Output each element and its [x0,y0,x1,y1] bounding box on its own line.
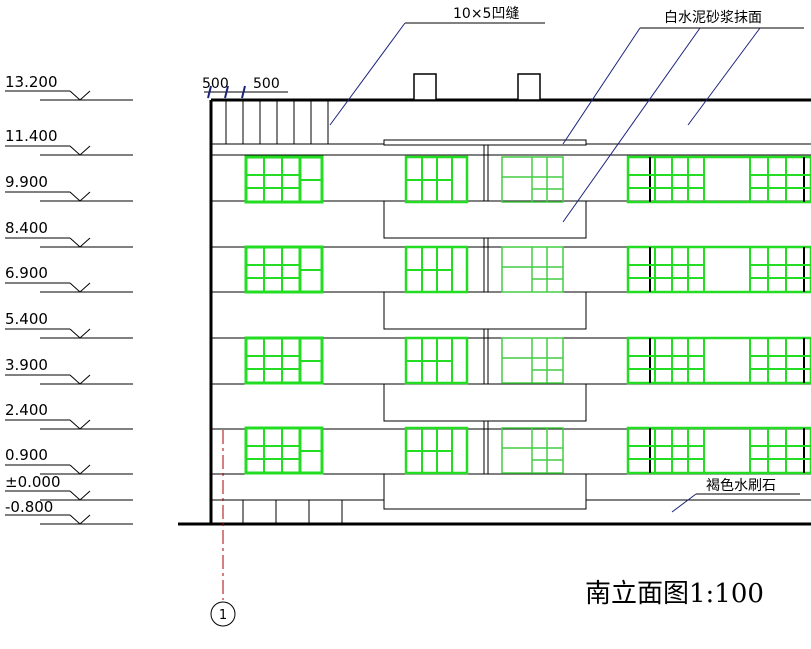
window [501,337,564,384]
roof-vents [413,73,541,101]
elevation-mark: 11.400 [5,127,133,156]
plinth-joints [242,500,343,524]
elevation-mark: 3.900 [5,356,133,385]
elevation-mark: 9.900 [5,173,133,202]
elevation-mark: 2.400 [5,401,133,430]
axis-grid-line: 1 [210,430,236,627]
elevation-label: 0.900 [5,446,48,464]
elevation-label: 2.400 [5,401,48,419]
note-joint-label: 10×5凹缝 [453,6,519,22]
elevation-label: 8.400 [5,219,48,237]
drawing-title: 南立面图1:100 [585,579,764,609]
windows-floor-4 [244,155,811,204]
window [626,155,811,204]
window [404,155,469,204]
window [501,427,564,474]
elevation-mark: -0.800 [5,498,133,525]
window [404,245,469,294]
elevation-label: 13.200 [5,73,58,91]
elevation-mark: 5.400 [5,310,133,339]
elevation-label: 9.900 [5,173,48,191]
note-base-label: 褐色水刷石 [706,477,776,494]
stair-projections [383,139,587,510]
elevation-label: ±0.000 [5,473,61,491]
elevation-label: 3.900 [5,356,48,374]
elevation-label: 11.400 [5,127,58,145]
windows-floor-3 [244,245,811,294]
window [626,426,811,475]
windows-floor-2 [244,336,811,385]
elevation-label: 6.900 [5,264,48,282]
elevation-mark: 0.900 [5,446,133,475]
window [626,245,811,294]
window [244,155,324,204]
window [244,245,324,294]
note-stucco: 白水泥砂浆抹面 [562,10,804,223]
elevation-marks: 13.200 11.400 9.900 8.400 6.900 [5,73,133,525]
elevation-mark: ±0.000 [5,473,133,501]
elevation-label: -0.800 [5,498,53,516]
top-dimension: 500 500 [202,76,288,99]
dimension-label: 500 [202,76,229,92]
note-stucco-label: 白水泥砂浆抹面 [664,10,762,26]
window [501,246,564,293]
dimension-label: 500 [253,76,280,92]
window [244,336,324,385]
elevation-mark: 6.900 [5,264,133,293]
windows-floor-1 [244,426,811,475]
window [404,426,469,475]
window [626,336,811,385]
parapet-joints [225,100,329,144]
window [404,336,469,385]
elevation-mark: 13.200 [5,73,133,101]
window [244,426,324,475]
axis-bubble-label: 1 [219,608,227,623]
note-base: 褐色水刷石 [671,477,800,513]
elevation-label: 5.400 [5,310,48,328]
note-joint: 10×5凹缝 [329,6,545,126]
window [501,156,564,203]
elevation-mark: 8.400 [5,219,133,248]
